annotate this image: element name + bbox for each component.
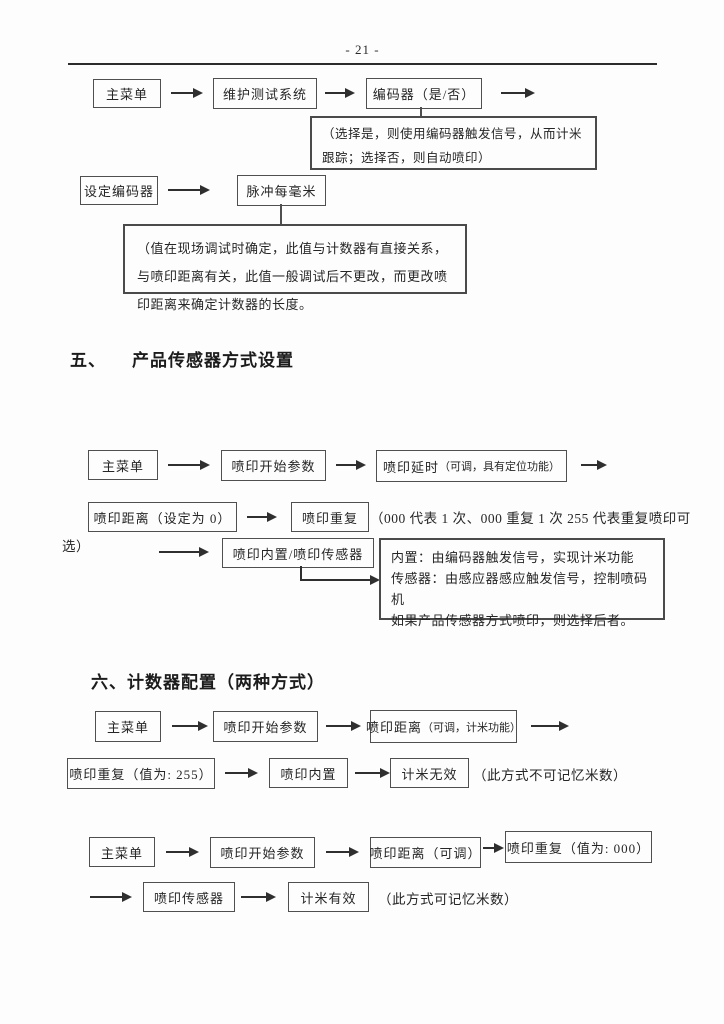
print-distance-label: 喷印距离 [366, 720, 423, 735]
note-builtin-line: 内置：由编码器触发信号，实现计米功能 [391, 550, 635, 565]
node-print-repeat-000: 喷印重复（值为: 000） [505, 831, 652, 863]
repeat-values-note-line2: 选） [62, 539, 90, 554]
node-main-menu: 主菜单 [95, 711, 161, 742]
flow-a-note: （此方式不可记忆米数） [473, 768, 627, 783]
node-print-repeat: 喷印重复 [291, 502, 369, 532]
node-maintenance-test-system: 维护测试系统 [213, 78, 317, 109]
section-5-number: 五、 [70, 351, 106, 370]
arrow-right-icon [168, 460, 210, 470]
arrow-right-icon [326, 721, 361, 731]
arrow-right-icon [225, 768, 258, 778]
arrow-right-icon [90, 892, 132, 902]
section-6-heading: 六、计数器配置（两种方式） [91, 673, 325, 692]
note-pulse-value-text: （值在现场调试时确定，此值与计数器有直接关系，与喷印距离有关，此值一般调试后不更… [137, 241, 448, 312]
node-meter-invalid: 计米无效 [390, 758, 469, 788]
note-encoder-choice: （选择是，则使用编码器触发信号，从而计米跟踪；选择否，则自动喷印） [310, 116, 597, 170]
node-print-sensor: 喷印传感器 [143, 882, 235, 912]
node-meter-valid: 计米有效 [288, 882, 369, 912]
node-pulse-per-mm: 脉冲每毫米 [237, 175, 326, 206]
arrow-right-icon [581, 460, 607, 470]
arrow-right-icon [172, 721, 208, 731]
node-print-start-params: 喷印开始参数 [221, 450, 326, 481]
page-number: - 21 - [345, 42, 380, 57]
flow-b-note: （此方式可记忆米数） [378, 892, 518, 907]
node-print-distance-meter: 喷印距离（可调，计米功能） [366, 710, 521, 743]
node-print-start-params: 喷印开始参数 [213, 711, 318, 742]
arrow-right-icon [171, 88, 203, 98]
note-pulse-value: （值在现场调试时确定，此值与计数器有直接关系，与喷印距离有关，此值一般调试后不更… [123, 224, 467, 312]
note-choice-line: 如果产品传感器方式喷印，则选择后者。 [391, 613, 635, 629]
node-main-menu: 主菜单 [88, 450, 158, 480]
node-print-builtin: 喷印内置 [269, 758, 348, 788]
arrow-right-icon [483, 843, 504, 853]
node-print-distance-zero: 喷印距离（设定为 0） [88, 502, 237, 532]
arrow-right-icon [355, 768, 390, 778]
node-print-repeat-255: 喷印重复（值为: 255） [67, 758, 215, 789]
arrow-right-icon [241, 892, 276, 902]
arrow-right-icon [168, 185, 210, 195]
connector-line [280, 204, 282, 224]
note-encoder-choice-text: （选择是，则使用编码器触发信号，从而计米跟踪；选择否，则自动喷印） [322, 127, 583, 165]
arrow-right-icon [326, 847, 359, 857]
repeat-values-note-line1: （000 代表 1 次、000 重复 1 次 255 代表重复喷印可 [370, 511, 691, 526]
note-builtin-sensor: 内置：由编码器触发信号，实现计米功能 传感器：由感应器感应触发信号，控制喷码机 … [379, 538, 665, 628]
print-distance-sublabel: （可调，计米功能） [422, 721, 522, 734]
node-encoder-yes-no: 编码器（是/否） [366, 78, 482, 109]
print-delay-label: 喷印延时 [382, 459, 439, 475]
node-main-menu: 主菜单 [93, 79, 161, 108]
note-sensor-line: 传感器：由感应器感应触发信号，控制喷码机 [391, 571, 648, 608]
arrow-right-icon [166, 847, 199, 857]
print-delay-sublabel: （可调，具有定位功能） [439, 461, 560, 473]
node-set-encoder: 设定编码器 [80, 176, 158, 205]
node-print-start-params: 喷印开始参数 [210, 837, 315, 868]
node-print-delay: 喷印延时（可调，具有定位功能） [376, 450, 567, 482]
section-5-title: 产品传感器方式设置 [132, 351, 294, 370]
arrow-right-icon [336, 460, 366, 470]
arrow-right-icon [325, 88, 355, 98]
node-main-menu: 主菜单 [89, 837, 155, 867]
arrow-right-icon [501, 88, 535, 98]
arrow-right-icon [247, 512, 277, 522]
arrow-right-icon [531, 721, 569, 731]
arrow-right-icon [159, 547, 209, 557]
header-rule [68, 63, 657, 65]
node-print-distance-adj: 喷印距离（可调） [370, 837, 481, 868]
section-5-heading: 五、 产品传感器方式设置 [70, 346, 294, 371]
elbow-arrow-icon [300, 566, 380, 585]
connector-line [420, 107, 422, 116]
node-builtin-or-sensor: 喷印内置/喷印传感器 [222, 538, 374, 568]
